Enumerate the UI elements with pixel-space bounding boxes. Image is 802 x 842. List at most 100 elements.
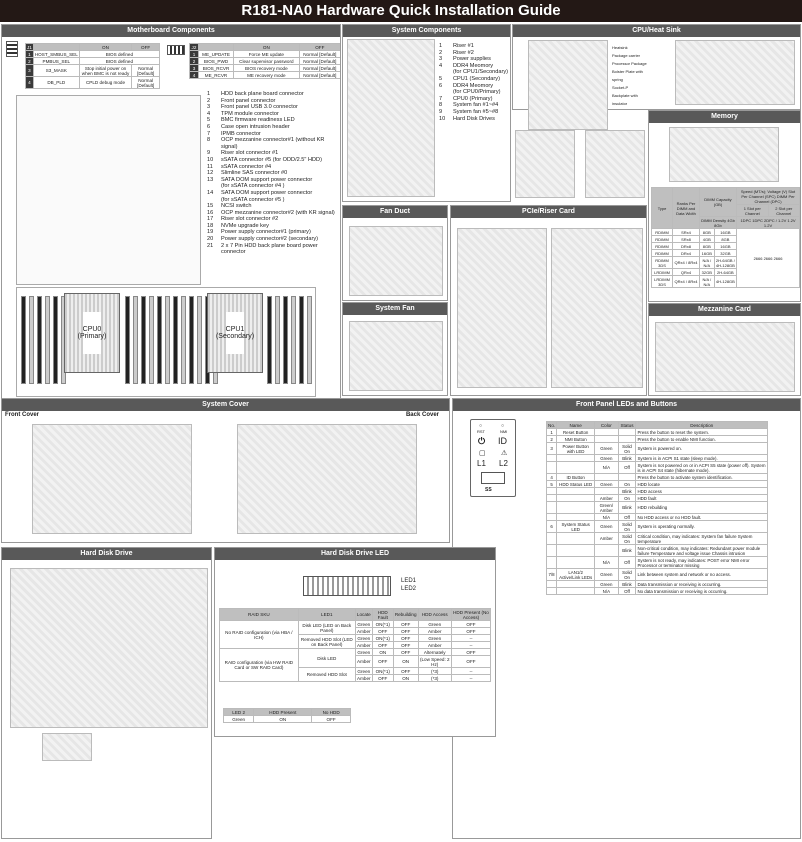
hdd-led-row: RAID configuration (via HW RAID Card or … <box>219 648 492 682</box>
fp-name: ID Button <box>556 473 596 481</box>
heatsink-part-label: Backplate with insulator <box>612 93 638 106</box>
fp-color: Green <box>594 580 619 588</box>
fp-name: NMI Button <box>556 435 596 443</box>
dimm-slot <box>267 296 272 384</box>
jumper-off: Normal [Default] <box>298 71 340 79</box>
back-cover-diagram <box>237 424 417 534</box>
jumper-off: Normal [Default] <box>131 76 160 89</box>
system-status-warning-icon: ⚠ <box>501 450 508 457</box>
hdd-led-cell: -- <box>450 674 492 682</box>
hdd-led-cell: -- <box>450 667 492 675</box>
memory-cell: SRx8 <box>672 235 700 243</box>
memory-cell: 32GB <box>698 268 715 276</box>
fan-duct-panel: Fan Duct <box>342 205 448 301</box>
jumper-signal: S3_MASK <box>32 64 80 77</box>
hdd-led-cell: Green <box>354 634 373 642</box>
item-label: CPU1 (Secondary) <box>453 75 500 82</box>
memory-cell: QRx4 / 8Rx4 <box>672 256 700 269</box>
hdd-led-cell: ON <box>392 674 419 682</box>
led2-header: LED 2 <box>222 708 255 716</box>
item-label: SATA DOM support power connector <box>221 189 313 196</box>
fp-header: Description <box>635 421 768 429</box>
hdd-led-cell: OFF <box>450 648 492 656</box>
item-label: Case open intrusion header <box>221 123 290 130</box>
item-number <box>439 89 453 96</box>
dimm-slot <box>173 296 178 384</box>
cpu-heatsink-header: CPU/Heat Sink <box>513 25 800 37</box>
item-number: 20 <box>207 236 214 243</box>
fp-color: N/A <box>594 461 619 474</box>
dimm-slot <box>125 296 130 384</box>
front-panel-leds-panel: Front Panel LEDs and Buttons ○ ○ RST NMI… <box>452 398 801 839</box>
fp-description: HDD fault <box>635 494 768 502</box>
jumper-off: Normal [Default] <box>131 64 160 77</box>
hdd-led-cell: ON(*1) <box>371 667 394 675</box>
hdd-led-row: No RAID configuration (via HBA / ICH)Dis… <box>219 620 492 649</box>
jumper-header <box>197 43 235 51</box>
item-number: 9 <box>207 150 211 157</box>
jumper-header: J1 <box>25 43 34 51</box>
hdd-led-cell: ON(*1) <box>371 620 394 628</box>
fp-color: Green <box>594 520 619 533</box>
memory-cell: 16GB <box>713 228 738 236</box>
fp-no: 2 <box>545 435 558 443</box>
front-panel-header: Front Panel LEDs and Buttons <box>453 399 800 411</box>
jumper-off: Normal [Default] <box>298 50 340 58</box>
jumper-signal: ME_RCVR <box>197 71 235 79</box>
memory-cell: 16GB <box>698 249 715 257</box>
jumper-off: Normal [Default] <box>298 57 340 65</box>
fp-color: Green <box>594 454 619 462</box>
pcie-riser-header: PCIe/Riser Card <box>451 206 646 218</box>
fp-no: 1 <box>545 428 558 436</box>
hdd-led-cell: OFF <box>392 634 419 642</box>
fp-description: Press the button to reset the system. <box>635 428 768 436</box>
list-item: (for sSATA connector #4 ) <box>207 183 340 190</box>
memory-cell: 8GB <box>698 228 715 236</box>
item-number: 13 <box>207 176 214 183</box>
hdd-led-header: Hard Disk Drive LED <box>215 548 495 560</box>
item-label: Riser #2 <box>453 49 474 56</box>
memory-cell: RDIMM <box>650 235 674 243</box>
fp-status: Blink <box>617 454 637 462</box>
item-number: 17 <box>207 216 214 223</box>
item-number <box>207 197 221 204</box>
heatsink-clip-diagram <box>585 130 645 198</box>
hdd-led-header: Rebuilding <box>392 608 419 621</box>
front-cover-label: Front Cover <box>5 412 40 418</box>
front-cover-diagram <box>32 424 192 534</box>
dimm-slot <box>133 296 138 384</box>
fp-name: System Status LED <box>556 520 596 533</box>
fp-no <box>545 580 558 588</box>
item-number: 19 <box>207 229 214 236</box>
item-number: 2 <box>439 49 443 56</box>
item-label: NCSI switch <box>221 203 252 210</box>
fp-header: Name <box>556 421 596 429</box>
fp-name <box>556 580 596 588</box>
fp-name <box>556 556 596 569</box>
hdd-status-icon: ▢ <box>479 450 486 457</box>
led2-cell: ON <box>253 715 313 723</box>
hdd-led-header: HDD Fault <box>371 608 394 621</box>
nmi-led: ○ <box>501 423 505 429</box>
fp-no <box>545 454 558 462</box>
hdd-led-cell: OFF <box>371 641 394 649</box>
fp-no: 6 <box>545 520 558 533</box>
list-item: (for CPU1/Secondary) <box>439 69 510 76</box>
hdd-led-cell: Amber <box>354 641 373 649</box>
